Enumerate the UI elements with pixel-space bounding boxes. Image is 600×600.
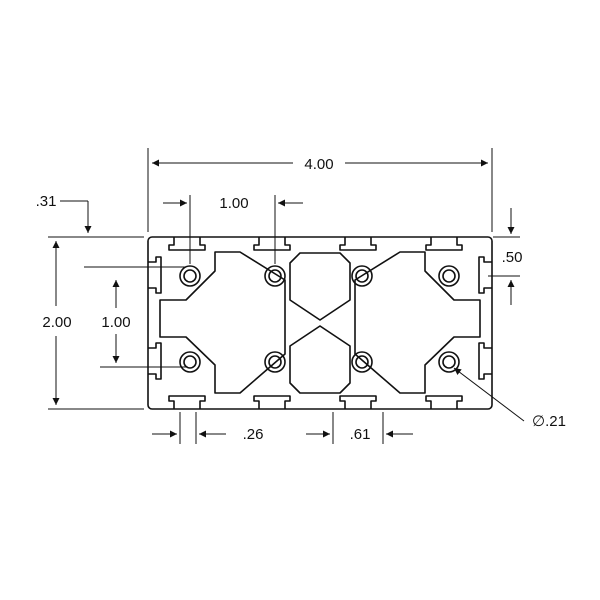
- dim-top-offset: .31: [36, 193, 92, 233]
- dim-hole-pitch-horizontal: 1.00: [163, 195, 303, 264]
- top-slot-4: [425, 237, 463, 251]
- dim-hole-diameter: ∅.21: [453, 367, 566, 430]
- bore-hole: [268, 355, 282, 369]
- bore-hole: [351, 351, 373, 373]
- dim-text-hole-pitch-horizontal: 1.00: [219, 195, 248, 212]
- dim-text-overall-height: 2.00: [42, 314, 71, 331]
- dim-text-slot-width: .61: [350, 426, 371, 443]
- bore-hole: [268, 269, 282, 283]
- extrusion-profile: [147, 236, 493, 410]
- bottom-slot-2: [253, 395, 291, 409]
- dim-text-hole-diameter: ∅.21: [532, 413, 566, 430]
- bore-hole: [264, 351, 286, 373]
- bore-hole: [183, 269, 197, 283]
- dim-overall-width: 4.00: [147, 148, 493, 232]
- bore-hole: [442, 269, 456, 283]
- dim-slot-depth: .50: [488, 208, 522, 305]
- bore-hole: [179, 265, 201, 287]
- bottom-slot-1: [168, 395, 206, 409]
- dim-slot-opening: .26: [152, 412, 263, 444]
- left-slot-2: [148, 342, 162, 380]
- bore-hole: [355, 355, 369, 369]
- cavity-left: [159, 251, 286, 394]
- bottom-slot-3: [339, 395, 377, 409]
- core-bores: [179, 265, 460, 373]
- cavity-center-top: [289, 252, 351, 321]
- bottom-slot-4: [425, 395, 463, 409]
- right-slot-2: [478, 342, 492, 380]
- dim-slot-width: .61: [306, 412, 413, 444]
- top-slot-1: [168, 237, 206, 251]
- profile-outer-boundary: [147, 236, 493, 410]
- cavity-right: [354, 251, 481, 394]
- cavity-center-bottom: [289, 325, 351, 394]
- bore-hole: [442, 355, 456, 369]
- right-slot-1: [478, 256, 492, 294]
- dim-text-slot-depth: .50: [502, 249, 523, 266]
- top-slot-3: [339, 237, 377, 251]
- left-slot-1: [148, 256, 162, 294]
- bore-hole: [264, 265, 286, 287]
- top-slot-2: [253, 237, 291, 251]
- bore-hole: [183, 355, 197, 369]
- dim-text-hole-pitch-vertical: 1.00: [101, 314, 130, 331]
- bore-hole: [355, 269, 369, 283]
- bore-hole: [351, 265, 373, 287]
- dim-text-top-offset: .31: [36, 193, 57, 210]
- dim-text-overall-width: 4.00: [304, 156, 333, 173]
- dim-overall-height: 2.00: [42, 236, 144, 410]
- dim-text-slot-opening: .26: [243, 426, 264, 443]
- bore-hole: [179, 351, 201, 373]
- dim-hole-pitch-vertical: 1.00: [84, 266, 186, 368]
- bore-hole: [438, 351, 460, 373]
- bore-hole: [438, 265, 460, 287]
